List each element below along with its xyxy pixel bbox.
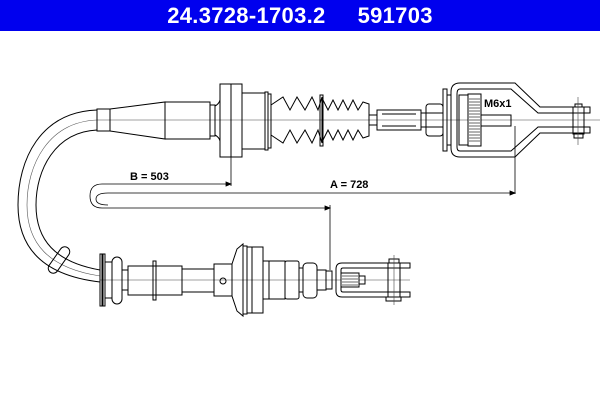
dimension-a-label: A = 728 (330, 179, 368, 191)
lower-fork-clevis (335, 255, 411, 305)
part-header: 24.3728-1703.2 591703 (0, 0, 600, 31)
dimension-b-label: B = 503 (130, 171, 169, 183)
lower-end-fitting (99, 242, 410, 318)
dimension-a (95, 126, 517, 270)
part-number: 24.3728-1703.2 (167, 2, 326, 28)
sheath-clip (47, 246, 71, 274)
upper-fork-clevis (450, 82, 591, 158)
cable-sheath (17, 109, 101, 283)
reference-number: 591703 (357, 2, 433, 28)
upper-end-fitting (96, 83, 600, 158)
lock-nut (425, 88, 452, 152)
thread-size-label: M6x1 (484, 98, 512, 110)
dimension-b (89, 157, 330, 209)
rubber-bellows (270, 94, 370, 147)
threaded-rod (368, 109, 427, 131)
